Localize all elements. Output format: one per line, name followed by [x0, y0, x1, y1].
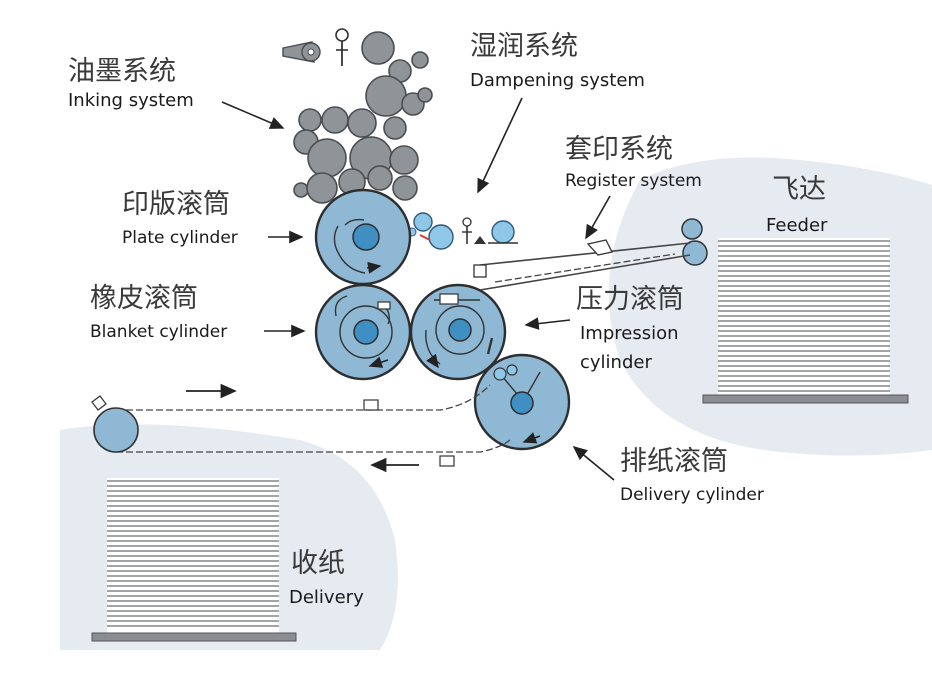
- inking-roller-train: [293, 31, 433, 204]
- blanket-label-zh: 橡皮滚筒: [90, 283, 198, 314]
- register-leader: [585, 195, 611, 240]
- dampening-label-en: Dampening system: [470, 70, 645, 91]
- delivery-label-en: Delivery: [289, 587, 364, 608]
- dampening-rollers: [407, 212, 518, 250]
- feeder-pile: [702, 238, 909, 404]
- inking-label-zh: 油墨系统: [68, 56, 176, 87]
- impression-cylinder: [409, 283, 507, 381]
- dampening-leader: [477, 97, 523, 194]
- impression-label-zh: 压力滚筒: [576, 284, 684, 315]
- plate-label-zh: 印版滚筒: [122, 189, 230, 220]
- delivery-chain: [116, 383, 511, 473]
- feeder-label-en: Feeder: [766, 215, 828, 236]
- delivery-label-zh: 收纸: [291, 548, 345, 579]
- feed-board: [473, 239, 691, 291]
- delivery-cylinder-label-zh: 排纸滚筒: [620, 446, 728, 477]
- feeder-label-zh: 飞达: [772, 174, 826, 205]
- delivery-sprocket: [91, 395, 139, 453]
- plate-cylinder: [314, 188, 412, 286]
- register-label-en: Register system: [565, 171, 702, 191]
- blanket-label-en: Blanket cylinder: [90, 322, 227, 342]
- delivery-cylinder: [473, 353, 571, 451]
- feeder-rollers: [681, 218, 708, 266]
- register-label-zh: 套印系统: [565, 134, 673, 165]
- impression-label-en-2: cylinder: [580, 352, 652, 373]
- plate-label-en: Plate cylinder: [122, 228, 238, 248]
- blanket-cylinder: [314, 283, 412, 381]
- ink-fountain-icon: [282, 28, 349, 66]
- dampening-label-zh: 湿润系统: [470, 31, 578, 62]
- delivery-cylinder-label-en: Delivery cylinder: [620, 485, 764, 505]
- impression-label-en-1: Impression: [580, 323, 679, 344]
- inking-leader: [221, 101, 285, 129]
- delivery-pile: [91, 478, 297, 642]
- inking-label-en: Inking system: [68, 90, 194, 111]
- delivery-cylinder-leader: [572, 445, 615, 481]
- impression-leader: [524, 317, 571, 330]
